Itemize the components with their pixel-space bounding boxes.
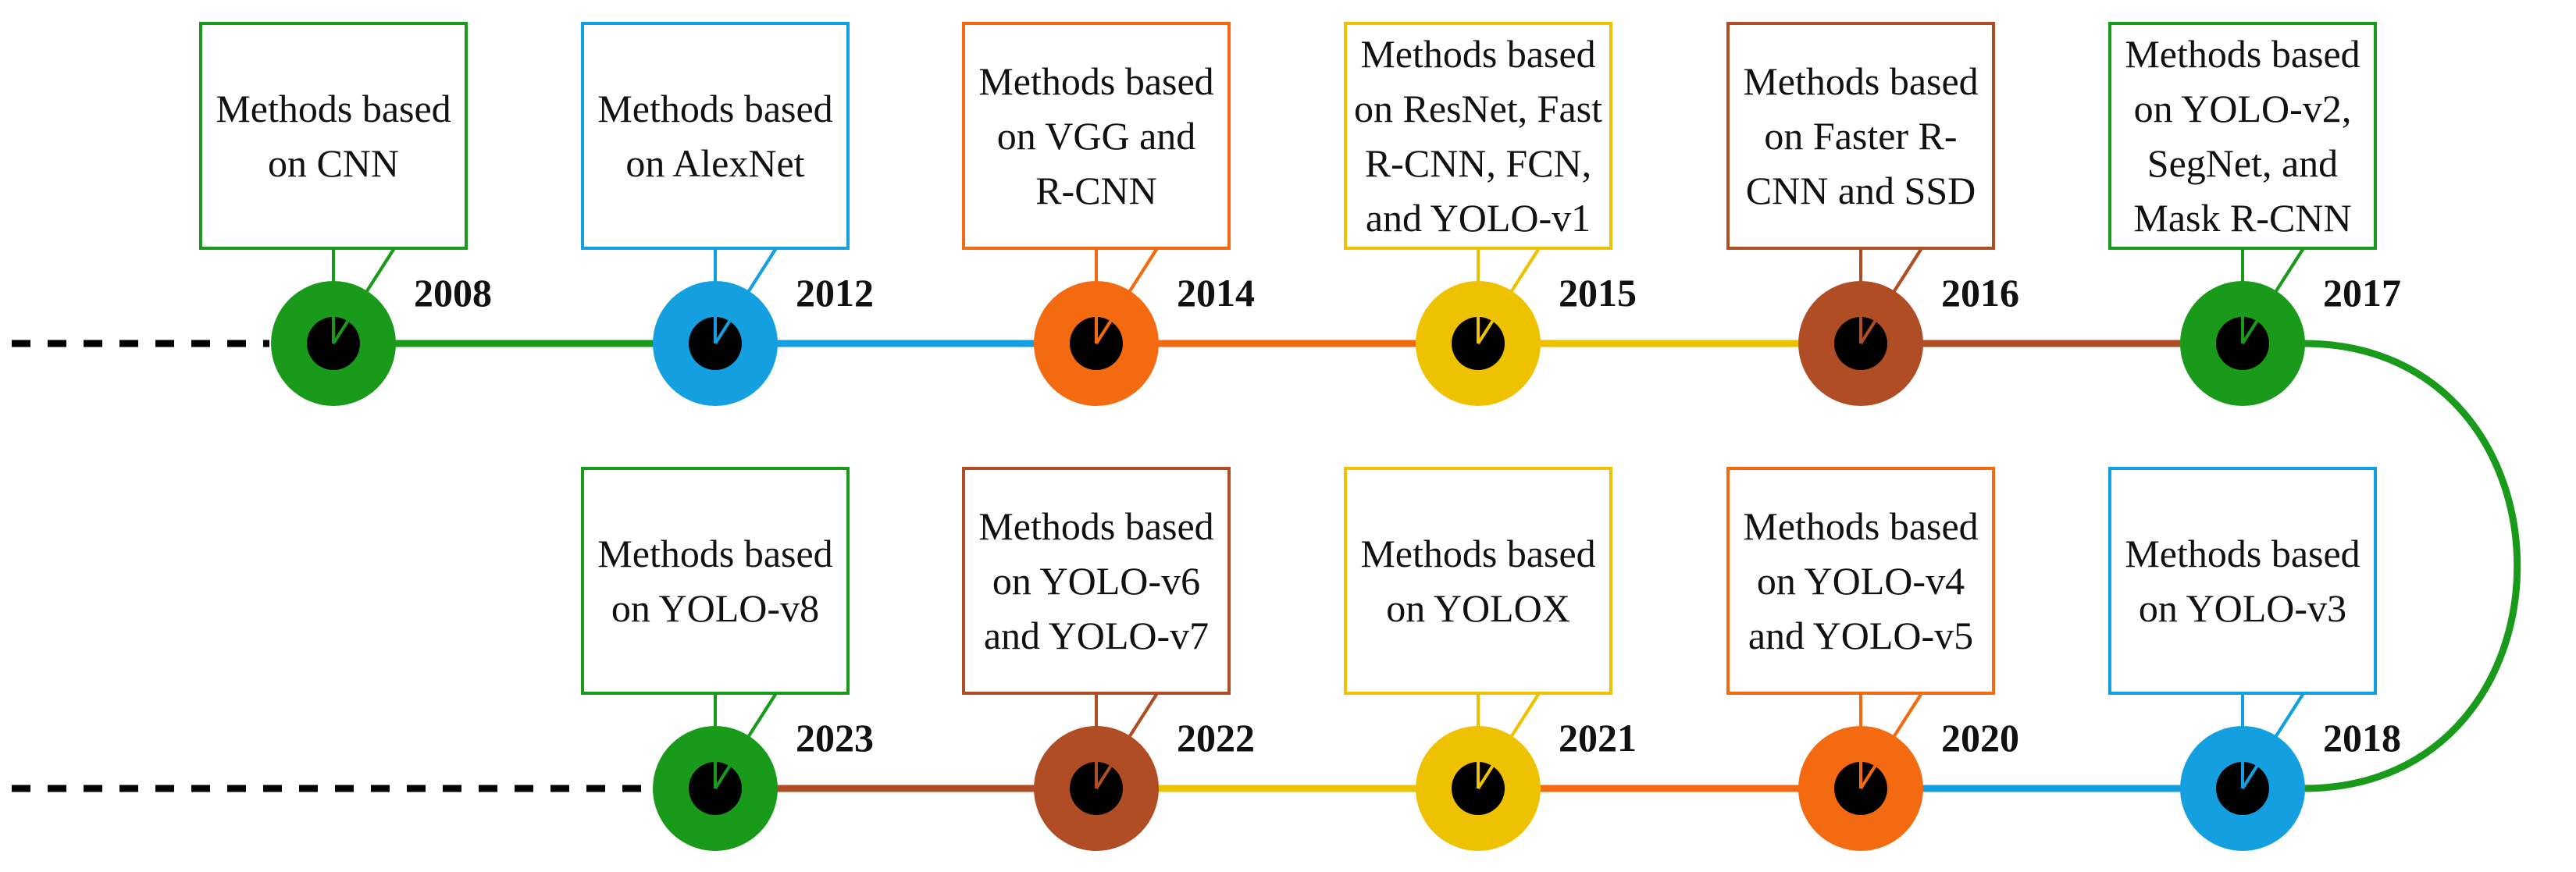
callout-box — [2108, 467, 2377, 695]
callout-text: Methods based — [1743, 504, 1978, 548]
year-label: 2021 — [1559, 716, 1637, 760]
callout-text: on VGG and — [997, 114, 1196, 158]
callout-pointer-top — [1477, 692, 1541, 790]
callout-text: on YOLO-v8 — [611, 586, 819, 630]
callout-pointer-top — [1859, 247, 1923, 345]
callout-text: on YOLOX — [1386, 586, 1570, 630]
callout-text: Methods based — [597, 87, 832, 130]
callout-pointer-top — [714, 692, 778, 790]
callout-text: CNN and SSD — [1746, 169, 1976, 212]
year-label: 2015 — [1559, 271, 1637, 315]
timeline-boxes: Methods based on CNN Methods based on AlexN… — [199, 22, 2377, 790]
year-label: 2012 — [796, 271, 874, 315]
callout-text: and YOLO-v7 — [984, 614, 1209, 657]
callout-pointer-top — [332, 247, 396, 345]
callout-text: Mask R-CNN — [2133, 196, 2351, 240]
year-label: 2018 — [2323, 716, 2401, 760]
callout-box — [2108, 22, 2377, 250]
callout-pointer-top — [2241, 692, 2305, 790]
callout-box — [962, 22, 1231, 250]
callout-text: on ResNet, Fast — [1354, 87, 1602, 130]
callout-text: Methods based — [1360, 32, 1595, 76]
callout-box — [1344, 467, 1612, 695]
timeline-lines — [12, 340, 2521, 792]
callout-text: on YOLO-v3 — [2139, 586, 2346, 630]
callout-text: and YOLO-v5 — [1748, 614, 1973, 657]
callout-text: on YOLO-v2, — [2134, 87, 2352, 130]
callout-text: on Faster R- — [1764, 114, 1957, 158]
callout-pointer-top — [1477, 247, 1541, 345]
callout-text: Methods based — [597, 532, 832, 575]
year-label: 2017 — [2323, 271, 2401, 315]
callout-text: Methods based — [978, 59, 1213, 103]
year-label: 2022 — [1177, 716, 1255, 760]
callout-text: on YOLO-v4 — [1757, 559, 1965, 603]
year-label: 2008 — [414, 271, 492, 315]
callout-box — [199, 22, 468, 250]
callout-text: Methods based — [2125, 32, 2360, 76]
callout-text: SegNet, and — [2147, 141, 2338, 185]
callout-text: on AlexNet — [625, 141, 804, 185]
callout-box — [581, 467, 850, 695]
callout-box — [1726, 22, 1995, 250]
callout-text: and YOLO-v1 — [1366, 196, 1591, 240]
callout-box — [962, 467, 1231, 695]
callout-pointer-top — [2241, 247, 2305, 345]
connector-curve — [2243, 340, 2521, 792]
callout-text: on CNN — [268, 141, 399, 185]
callout-box — [1344, 22, 1612, 250]
callout-pointer-top — [1095, 692, 1159, 790]
callout-pointer-top — [1095, 247, 1159, 345]
callout-pointer-top — [1859, 692, 1923, 790]
callout-text: Methods based — [1360, 532, 1595, 575]
year-label: 2014 — [1177, 271, 1255, 315]
callout-box — [581, 22, 850, 250]
callout-text: Methods based — [1743, 59, 1978, 103]
year-label: 2016 — [1941, 271, 2019, 315]
callout-text: Methods based — [978, 504, 1213, 548]
callout-pointer-top — [714, 247, 778, 345]
year-label: 2020 — [1941, 716, 2019, 760]
callout-text: Methods based — [2125, 532, 2360, 575]
year-label: 2023 — [796, 716, 874, 760]
callout-text: Methods based — [216, 87, 451, 130]
callout-text: R-CNN, FCN, — [1365, 141, 1591, 185]
callout-text: on YOLO-v6 — [992, 559, 1200, 603]
callout-text: R-CNN — [1035, 169, 1157, 212]
timeline-nodes: 2008 2012 2014 2015 2016 2017 2018 2020 2021 2022… — [271, 247, 2401, 851]
